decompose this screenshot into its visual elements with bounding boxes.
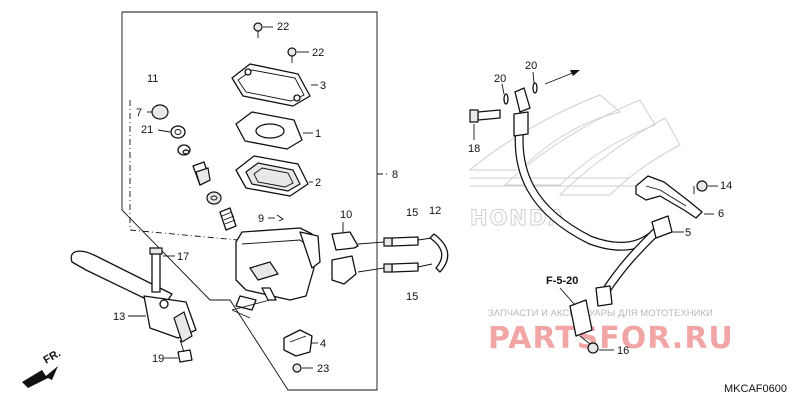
callout-16: 16 xyxy=(617,345,629,357)
callout-7: 7 xyxy=(136,107,142,119)
pivot-bolt xyxy=(149,247,175,293)
callout-9: 9 xyxy=(258,213,264,225)
group-frame xyxy=(121,11,378,391)
callout-19: 19 xyxy=(152,353,164,365)
callout-20-right: 20 xyxy=(525,60,537,72)
bolt-14 xyxy=(693,180,718,194)
hose-bolt-18 xyxy=(469,109,501,140)
watermark-brand: PARTSFOR.RU xyxy=(488,321,734,356)
callout-11: 11 xyxy=(147,73,158,85)
brake-lever xyxy=(70,250,197,343)
callout-13: 13 xyxy=(113,311,125,323)
callout-10: 10 xyxy=(340,209,352,221)
callout-21: 21 xyxy=(141,124,153,136)
callout-23: 23 xyxy=(317,363,329,375)
pivot-nut xyxy=(164,339,193,363)
callout-6: 6 xyxy=(718,208,724,220)
frame-11-bottom xyxy=(129,229,239,241)
bolt-16 xyxy=(579,335,614,354)
screw-23 xyxy=(292,363,313,373)
callout-8: 8 xyxy=(392,169,398,181)
hose-clamp-6 xyxy=(635,175,714,219)
direction-arrow-icon xyxy=(544,70,580,85)
honda-wing-logo xyxy=(468,94,681,196)
callout-3: 3 xyxy=(320,80,326,92)
brake-switch xyxy=(283,329,318,357)
diaphragm xyxy=(235,155,313,197)
mirror-bracket xyxy=(429,233,449,273)
callout-20-left: 20 xyxy=(494,73,506,85)
reservoir-cap xyxy=(231,63,318,107)
front-marker-label: FR. xyxy=(42,347,63,366)
master-cylinder-body xyxy=(231,227,321,319)
brake-hose xyxy=(513,87,673,337)
callout-22-top: 22 xyxy=(277,21,289,33)
callout-14: 14 xyxy=(720,180,732,192)
screw-22-top xyxy=(253,22,273,38)
callout-4: 4 xyxy=(320,338,326,350)
front-arrow-icon xyxy=(22,366,58,388)
clip-9 xyxy=(268,214,284,222)
callout-18: 18 xyxy=(468,143,480,155)
diagram-code: MKCAF0600 xyxy=(724,383,787,395)
callout-5: 5 xyxy=(685,227,691,239)
piston-kit xyxy=(147,104,237,231)
clamp-bolts xyxy=(357,236,433,273)
callout-15-top: 15 xyxy=(406,207,418,219)
washers-20 xyxy=(501,71,538,105)
callout-12: 12 xyxy=(429,205,441,217)
callout-17: 17 xyxy=(177,251,189,263)
screw-22-mid xyxy=(287,47,309,63)
diaphragm-plate xyxy=(235,111,313,150)
holder-clamp xyxy=(331,222,359,285)
callout-22-mid: 22 xyxy=(312,47,324,59)
callout-15-bottom: 15 xyxy=(406,291,418,303)
reference-f-5-20: F-5-20 xyxy=(546,275,578,287)
callout-2: 2 xyxy=(315,177,321,189)
callout-1: 1 xyxy=(315,128,321,140)
watermark-tagline: ЗАПЧАСТИ И АКСЕССУАРЫ ДЛЯ МОТОТЕХНИКИ xyxy=(488,308,713,319)
